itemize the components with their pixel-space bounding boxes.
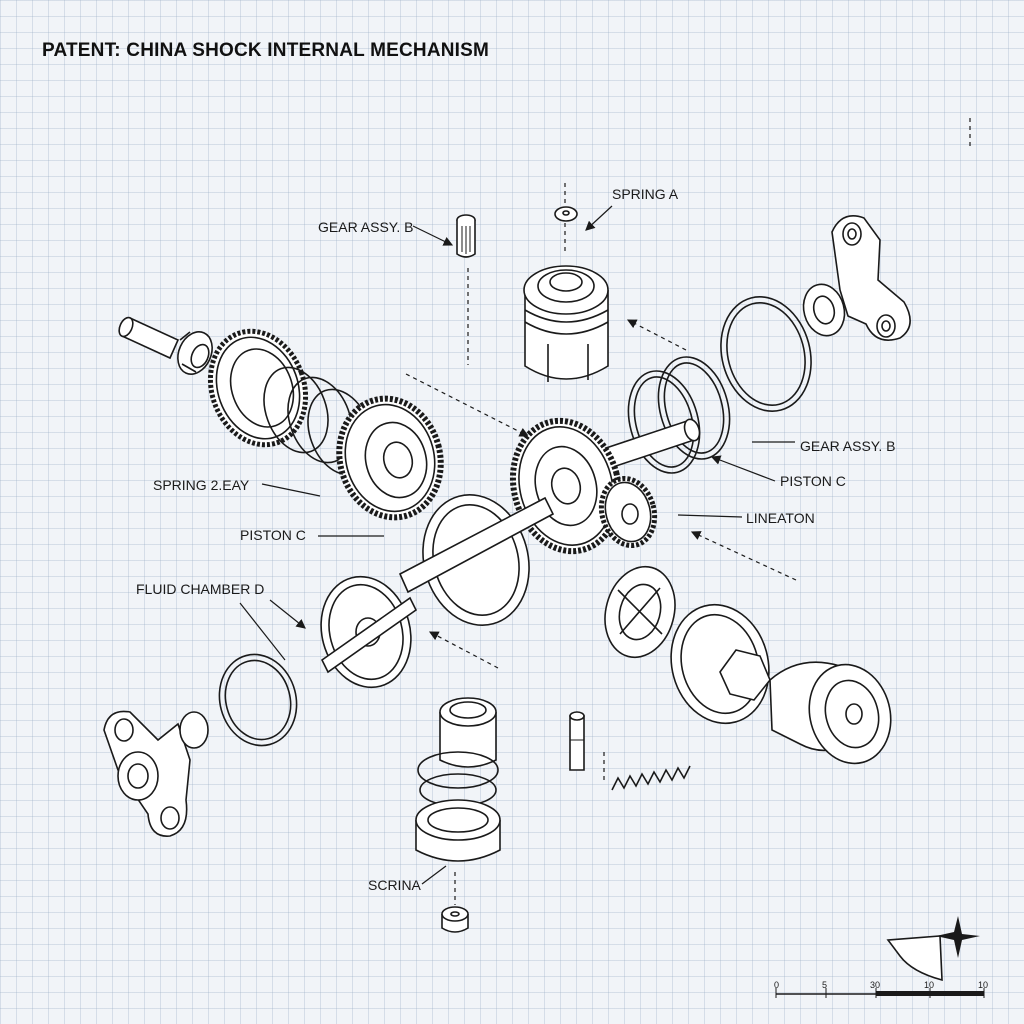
label-gear-assy-b-top: GEAR ASSY. B (318, 219, 413, 235)
scale-tick-label: 10 (924, 980, 934, 990)
hub-gear-center-left (336, 395, 444, 521)
cylinder-cap-top (523, 265, 609, 382)
label-piston-c-right: PISTON C (780, 473, 846, 489)
label-scrina: SCRINA (368, 877, 422, 893)
label-piston-c-left: PISTON C (240, 527, 306, 543)
compass-rose-icon (886, 916, 980, 982)
central-gear-assembly (509, 417, 701, 555)
mounting-bracket-bottom-left (103, 710, 209, 837)
hex-coupling-right (670, 603, 771, 725)
label-spring-a: SPRING A (612, 186, 679, 202)
scale-bar: 0 5 30 10 10 (774, 980, 988, 998)
cylinder-housing-right (769, 661, 892, 765)
label-spring-2-eay: SPRING 2.EAY (153, 477, 250, 493)
label-fluid-chamber-d: FLUID CHAMBER D (136, 581, 264, 597)
coil-spring-stack-bottom (415, 697, 501, 862)
scale-tick-label: 10 (978, 980, 988, 990)
washer-spring-a (554, 206, 578, 222)
o-ring-left (218, 653, 298, 747)
label-lineaton: LINEATON (746, 510, 815, 526)
flanged-disc-right (604, 565, 676, 659)
scale-tick-label: 0 (774, 980, 779, 990)
sealing-rings-right (627, 296, 812, 474)
label-gear-assy-b-right: GEAR ASSY. B (800, 438, 895, 454)
small-bushing-top (456, 214, 476, 258)
pin-and-compression-spring (569, 711, 691, 791)
large-gear-upper-left (207, 328, 309, 448)
scale-tick-label: 30 (870, 980, 880, 990)
small-nut-bottom (441, 906, 469, 933)
piston-discs-center (320, 494, 555, 689)
mounting-bracket-top-right (802, 215, 911, 341)
shaft-pin-upper-left (118, 316, 213, 375)
scale-tick-label: 5 (822, 980, 827, 990)
diagram-title: PATENT: CHINA SHOCK INTERNAL MECHANISM (42, 40, 490, 61)
leader-lines (239, 205, 795, 885)
